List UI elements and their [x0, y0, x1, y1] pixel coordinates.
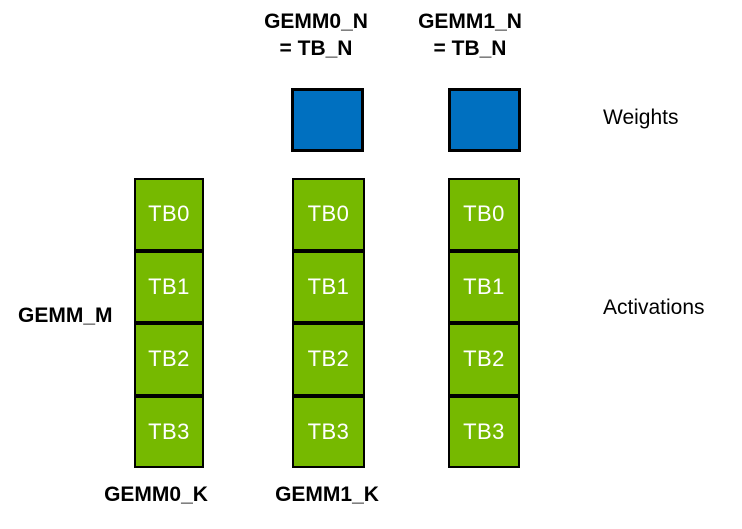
gemm0-k-label: GEMM0_K [104, 483, 208, 506]
tb-cell: TB3 [292, 395, 365, 468]
gemm1-n-label-line2: = TB_N [433, 37, 507, 60]
tb-cell: TB1 [292, 250, 365, 323]
activation-column-0: TB0 TB1 TB2 TB3 [134, 178, 204, 468]
tb-cell: TB2 [292, 323, 365, 396]
tb-cell: TB3 [448, 395, 520, 468]
weights-block-0 [291, 88, 364, 152]
gemm0-n-label-line2: = TB_N [279, 37, 353, 60]
activations-label: Activations [603, 296, 705, 319]
gemm0-n-label-line1: GEMM0_N [264, 10, 368, 33]
weights-label: Weights [603, 106, 679, 129]
gemm1-n-label: GEMM1_N = TB_N [410, 8, 530, 62]
gemm0-n-label: GEMM0_N = TB_N [256, 8, 376, 62]
tb-cell: TB0 [292, 178, 365, 251]
gemm1-n-label-line1: GEMM1_N [418, 10, 522, 33]
tb-cell: TB0 [134, 178, 204, 251]
tb-cell: TB0 [448, 178, 520, 251]
tb-cell: TB3 [134, 395, 204, 468]
weights-block-1 [448, 88, 521, 152]
tb-cell: TB2 [134, 323, 204, 396]
activation-column-1: TB0 TB1 TB2 TB3 [292, 178, 365, 468]
tb-cell: TB1 [448, 250, 520, 323]
tb-cell: TB2 [448, 323, 520, 396]
gemm1-k-label: GEMM1_K [275, 483, 379, 506]
tb-cell: TB1 [134, 250, 204, 323]
activation-column-2: TB0 TB1 TB2 TB3 [448, 178, 520, 468]
gemm-m-label: GEMM_M [18, 304, 113, 327]
